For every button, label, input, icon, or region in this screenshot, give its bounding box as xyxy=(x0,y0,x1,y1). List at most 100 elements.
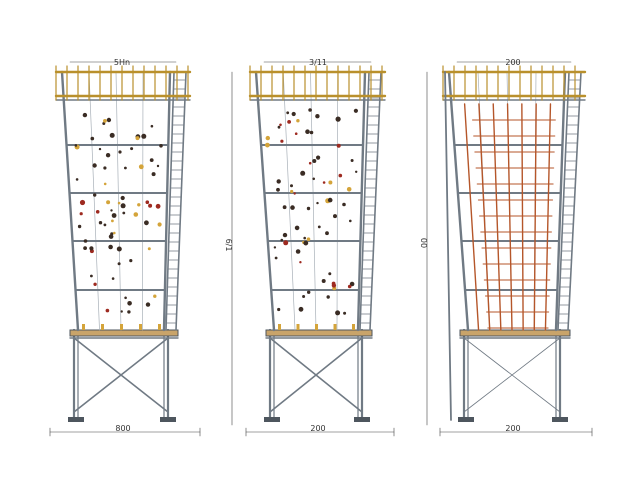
climbing-hold xyxy=(349,219,352,223)
climbing-hold xyxy=(90,274,93,278)
climbing-hold xyxy=(294,225,300,231)
middle-width-dimension-label: 200 xyxy=(310,424,325,433)
climbing-hold xyxy=(298,306,304,312)
wall-grid-vertical xyxy=(115,71,122,331)
climbing-hold xyxy=(335,116,341,122)
platform-fitting xyxy=(101,324,104,330)
base-foot-left xyxy=(68,417,84,422)
climbing-hold xyxy=(282,232,288,238)
climbing-hold xyxy=(328,272,332,276)
climbing-hold xyxy=(93,193,97,197)
climbing-hold xyxy=(338,173,343,178)
climbing-hold xyxy=(333,214,337,219)
climbing-hold xyxy=(145,302,151,307)
climbing-hold xyxy=(312,159,317,163)
climbing-hold xyxy=(277,307,281,312)
climbing-hold xyxy=(156,164,160,168)
climbing-hold xyxy=(117,201,121,205)
wall-upright-left xyxy=(60,70,80,332)
climbing-hold xyxy=(325,231,329,236)
climbing-hold xyxy=(273,246,277,249)
climbing-hold xyxy=(103,119,107,123)
wall-upright-right xyxy=(162,70,172,332)
platform-fitting xyxy=(333,324,337,330)
climbing-hold xyxy=(353,108,358,113)
infill-bar-vertical xyxy=(492,103,502,331)
climbing-hold xyxy=(133,212,139,217)
climbing-hold xyxy=(83,239,88,243)
climbing-hold xyxy=(305,129,310,134)
wall-upright-right xyxy=(356,70,367,332)
climbing-hold xyxy=(108,234,114,239)
climbing-hold xyxy=(74,144,78,147)
wall-grid-vertical xyxy=(336,71,339,331)
climbing-hold xyxy=(308,108,312,112)
base-brace-diagonal-b xyxy=(463,337,561,413)
climbing-hold xyxy=(286,111,290,115)
climbing-hold xyxy=(159,144,163,148)
frame-upright-long-left xyxy=(444,71,452,421)
climbing-hold xyxy=(306,206,311,211)
climbing-hold xyxy=(157,222,162,227)
climbing-hold xyxy=(280,139,284,143)
climbing-hold xyxy=(135,136,140,141)
climbing-hold xyxy=(106,117,112,123)
climbing-hold xyxy=(103,223,107,227)
climbing-hold xyxy=(308,161,312,165)
infill-bar-vertical xyxy=(544,103,552,331)
climbing-hold xyxy=(145,200,150,204)
climbing-hold xyxy=(299,261,302,264)
climbing-hold xyxy=(130,147,134,151)
climbing-hold xyxy=(276,187,280,192)
climbing-hold xyxy=(109,132,115,138)
climbing-hold xyxy=(79,212,83,216)
climbing-hold xyxy=(149,158,154,163)
platform-fitting xyxy=(82,324,85,330)
climbing-hold xyxy=(120,203,126,209)
climbing-hold xyxy=(141,133,147,139)
climbing-hold xyxy=(98,221,103,225)
climbing-hold xyxy=(106,200,111,205)
climbing-hold xyxy=(265,142,270,148)
climbing-hold xyxy=(347,284,352,289)
climbing-hold xyxy=(75,178,79,181)
climbing-hold xyxy=(290,184,293,188)
climbing-hold xyxy=(328,180,333,185)
climbing-hold xyxy=(93,282,97,286)
climbing-hold xyxy=(294,132,298,135)
climbing-hold xyxy=(147,247,151,251)
climbing-hold xyxy=(144,220,149,226)
climbing-hold xyxy=(116,246,122,252)
climbing-hold xyxy=(331,283,337,288)
middle-top-dimension-label: 3/11 xyxy=(309,58,327,67)
climbing-hold xyxy=(342,202,346,207)
tower-left xyxy=(49,61,201,437)
climbing-hold xyxy=(306,237,311,241)
climbing-hold xyxy=(303,236,307,240)
ladder-rail-outer xyxy=(567,71,582,331)
climbing-hold xyxy=(291,111,296,117)
height-dimensions xyxy=(231,71,428,426)
infill-bar-vertical xyxy=(506,103,513,331)
climbing-hold xyxy=(83,246,87,251)
infill-bar-vertical xyxy=(463,103,480,331)
climbing-hold xyxy=(110,209,113,212)
infill-bar-vertical xyxy=(478,103,491,331)
climbing-hold xyxy=(120,195,125,201)
climbing-hold xyxy=(117,262,121,266)
climbing-hold xyxy=(274,256,278,260)
climbing-hold xyxy=(118,150,122,154)
climbing-hold xyxy=(111,277,115,280)
climbing-hold xyxy=(290,189,294,194)
platform-fitting xyxy=(158,324,161,330)
climbing-hold xyxy=(277,125,281,129)
climbing-hold xyxy=(105,153,111,158)
climbing-hold xyxy=(148,203,153,208)
climbing-hold xyxy=(137,203,141,207)
climbing-hold xyxy=(327,197,333,203)
climbing-hold xyxy=(98,147,102,151)
wall-upright-left xyxy=(254,70,276,332)
climbing-hold xyxy=(317,225,321,229)
platform-fitting xyxy=(315,324,318,330)
